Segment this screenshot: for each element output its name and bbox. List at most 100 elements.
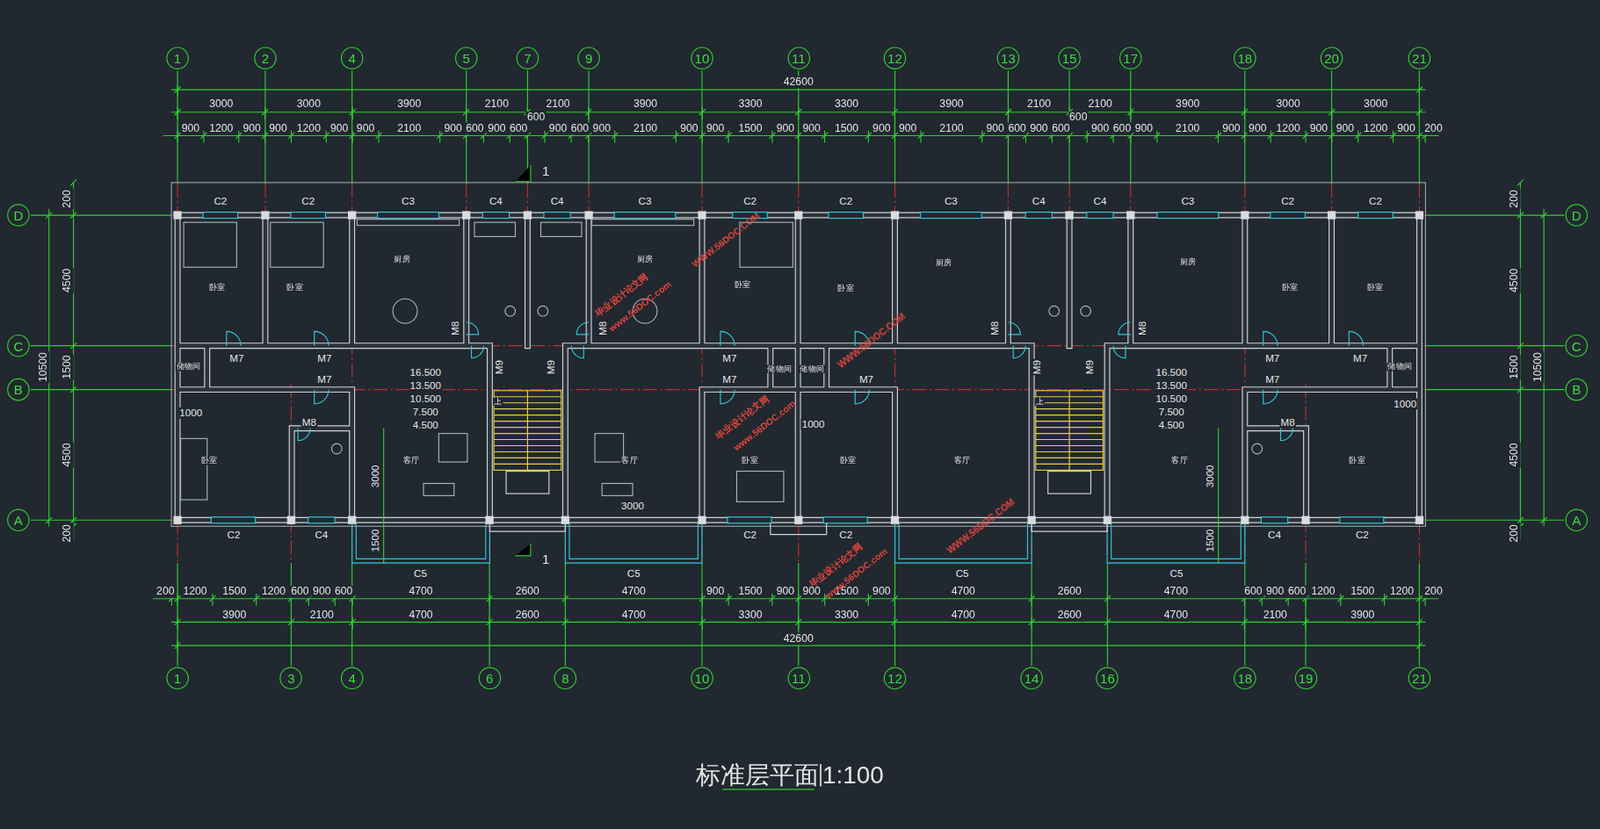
dimension-text: 2100 [632,123,659,135]
dimension-text: 900 [801,123,822,135]
dimension-text: 1000 [1392,398,1418,411]
dimension-text: 3000 [208,98,234,110]
elevation-text: 13.500 [1154,380,1188,392]
room-name: 厨房 [392,255,412,265]
elevation-text: 10.500 [408,393,442,406]
axis-bubble: 8 [554,667,578,691]
axis-bubble: 9 [577,46,601,70]
dimension-text: 1200 [1362,123,1389,135]
door-tag: M7 [721,352,738,364]
door-tag: M8 [1279,416,1296,428]
elevation-text: 16.500 [408,367,442,379]
window-tag: C5 [1168,567,1184,580]
door-tag: M9 [1031,359,1043,376]
dimension-text: 1500 [833,123,860,135]
dimension-text: 600 [333,586,355,598]
axis-bubble: A [7,509,30,533]
dimension-text: 600 [1006,123,1028,135]
dimension-text: 4500 [1508,441,1521,468]
axis-number: 4 [347,672,355,686]
dimension-text: 1000 [801,419,826,431]
dimension-text: 1500 [61,354,73,380]
room-name: 卧室 [200,456,219,466]
dimension-text: 900 [486,123,507,135]
dimension-text: 4700 [407,609,434,622]
axis-number: 3 [287,672,295,686]
door-tag: M8 [989,320,1001,337]
dimension-text: 600 [1068,111,1089,124]
window-tag: C2 [838,528,854,541]
room-name: 卧室 [1347,456,1367,466]
axis-number: D [1571,208,1582,222]
room-name: 储物间 [798,365,826,375]
dimension-text: 900 [871,586,892,598]
dimension-text: 4700 [1163,586,1189,598]
axis-number: B [1571,383,1581,397]
dimension-text: 900 [329,123,350,135]
watermark: WWW.56DOC.COM [945,497,1019,558]
axis-bubble: 5 [455,46,478,70]
dimension-text: 10500 [1531,351,1543,384]
dimension-lines [45,89,1547,790]
dimension-text: 4700 [1163,609,1189,622]
dimension-text: 900 [311,586,333,598]
dimension-text: 2100 [1261,609,1288,622]
axis-number: B [14,383,23,397]
door-tag: M7 [228,352,245,364]
dimension-text: 1200 [181,586,208,598]
dimension-text: 3000 [296,98,322,110]
dimension-text: 1500 [221,586,247,598]
axis-number: 18 [1237,672,1253,686]
room-name: 储物间 [175,362,203,372]
dimension-text: 200 [155,586,176,598]
doors [226,322,1364,442]
door-tag: M8 [449,320,462,337]
dimension-text: 10500 [36,351,49,384]
axis-bubble: 1 [166,667,189,691]
dimension-text: 900 [1265,586,1286,598]
section-mark: 1 [541,552,551,568]
dimension-text: 4700 [949,586,976,598]
dimension-text: 200 [1423,586,1444,598]
axis-bubble: 20 [1320,46,1344,70]
dimension-text: 2600 [514,609,540,622]
dimension-text: 900 [984,123,1006,135]
door-tag: M7 [1264,374,1281,386]
axis-number: 11 [791,672,806,686]
room-name: 厨房 [636,255,655,265]
axis-bubble: 11 [787,46,811,70]
window-tag: C3 [400,195,416,207]
dimension-text: 4700 [621,586,647,598]
dimension-text: 1500 [1349,586,1376,598]
window-tag: C2 [742,195,758,207]
door-tag: M7 [316,374,333,386]
dimension-text: 900 [180,123,202,135]
stairs [493,390,1103,494]
axis-bubble: 13 [997,46,1021,70]
axis-bubble: 1 [166,46,189,70]
dimension-text: 4700 [407,586,434,598]
room-name: 厨房 [934,259,954,268]
elevation-text: 16.500 [1154,367,1188,379]
dimension-text: 1000 [178,407,203,420]
axis-number: 13 [1000,51,1016,66]
axis-bubble: 7 [516,46,540,70]
dimension-text: 42600 [782,632,815,645]
window-tag: C2 [1354,528,1370,541]
dimension-text: 900 [355,123,377,135]
elevation-text: 10.500 [1154,393,1188,406]
room-name: 卧室 [1280,283,1299,293]
dimension-text: 4700 [949,609,976,622]
dimension-text: 200 [61,188,73,210]
door-tag: M9 [493,359,506,376]
dimension-text: 42600 [782,75,815,87]
dimension-text: 900 [1396,123,1417,135]
dimension-text: 1200 [208,123,234,135]
windows [202,212,1393,524]
dimension-text: 2600 [1057,586,1083,598]
dimension-text: 3900 [1349,609,1376,622]
axis-bubble: 10 [690,667,714,691]
axis-number: 18 [1237,51,1253,66]
axis-number: C [13,339,23,353]
